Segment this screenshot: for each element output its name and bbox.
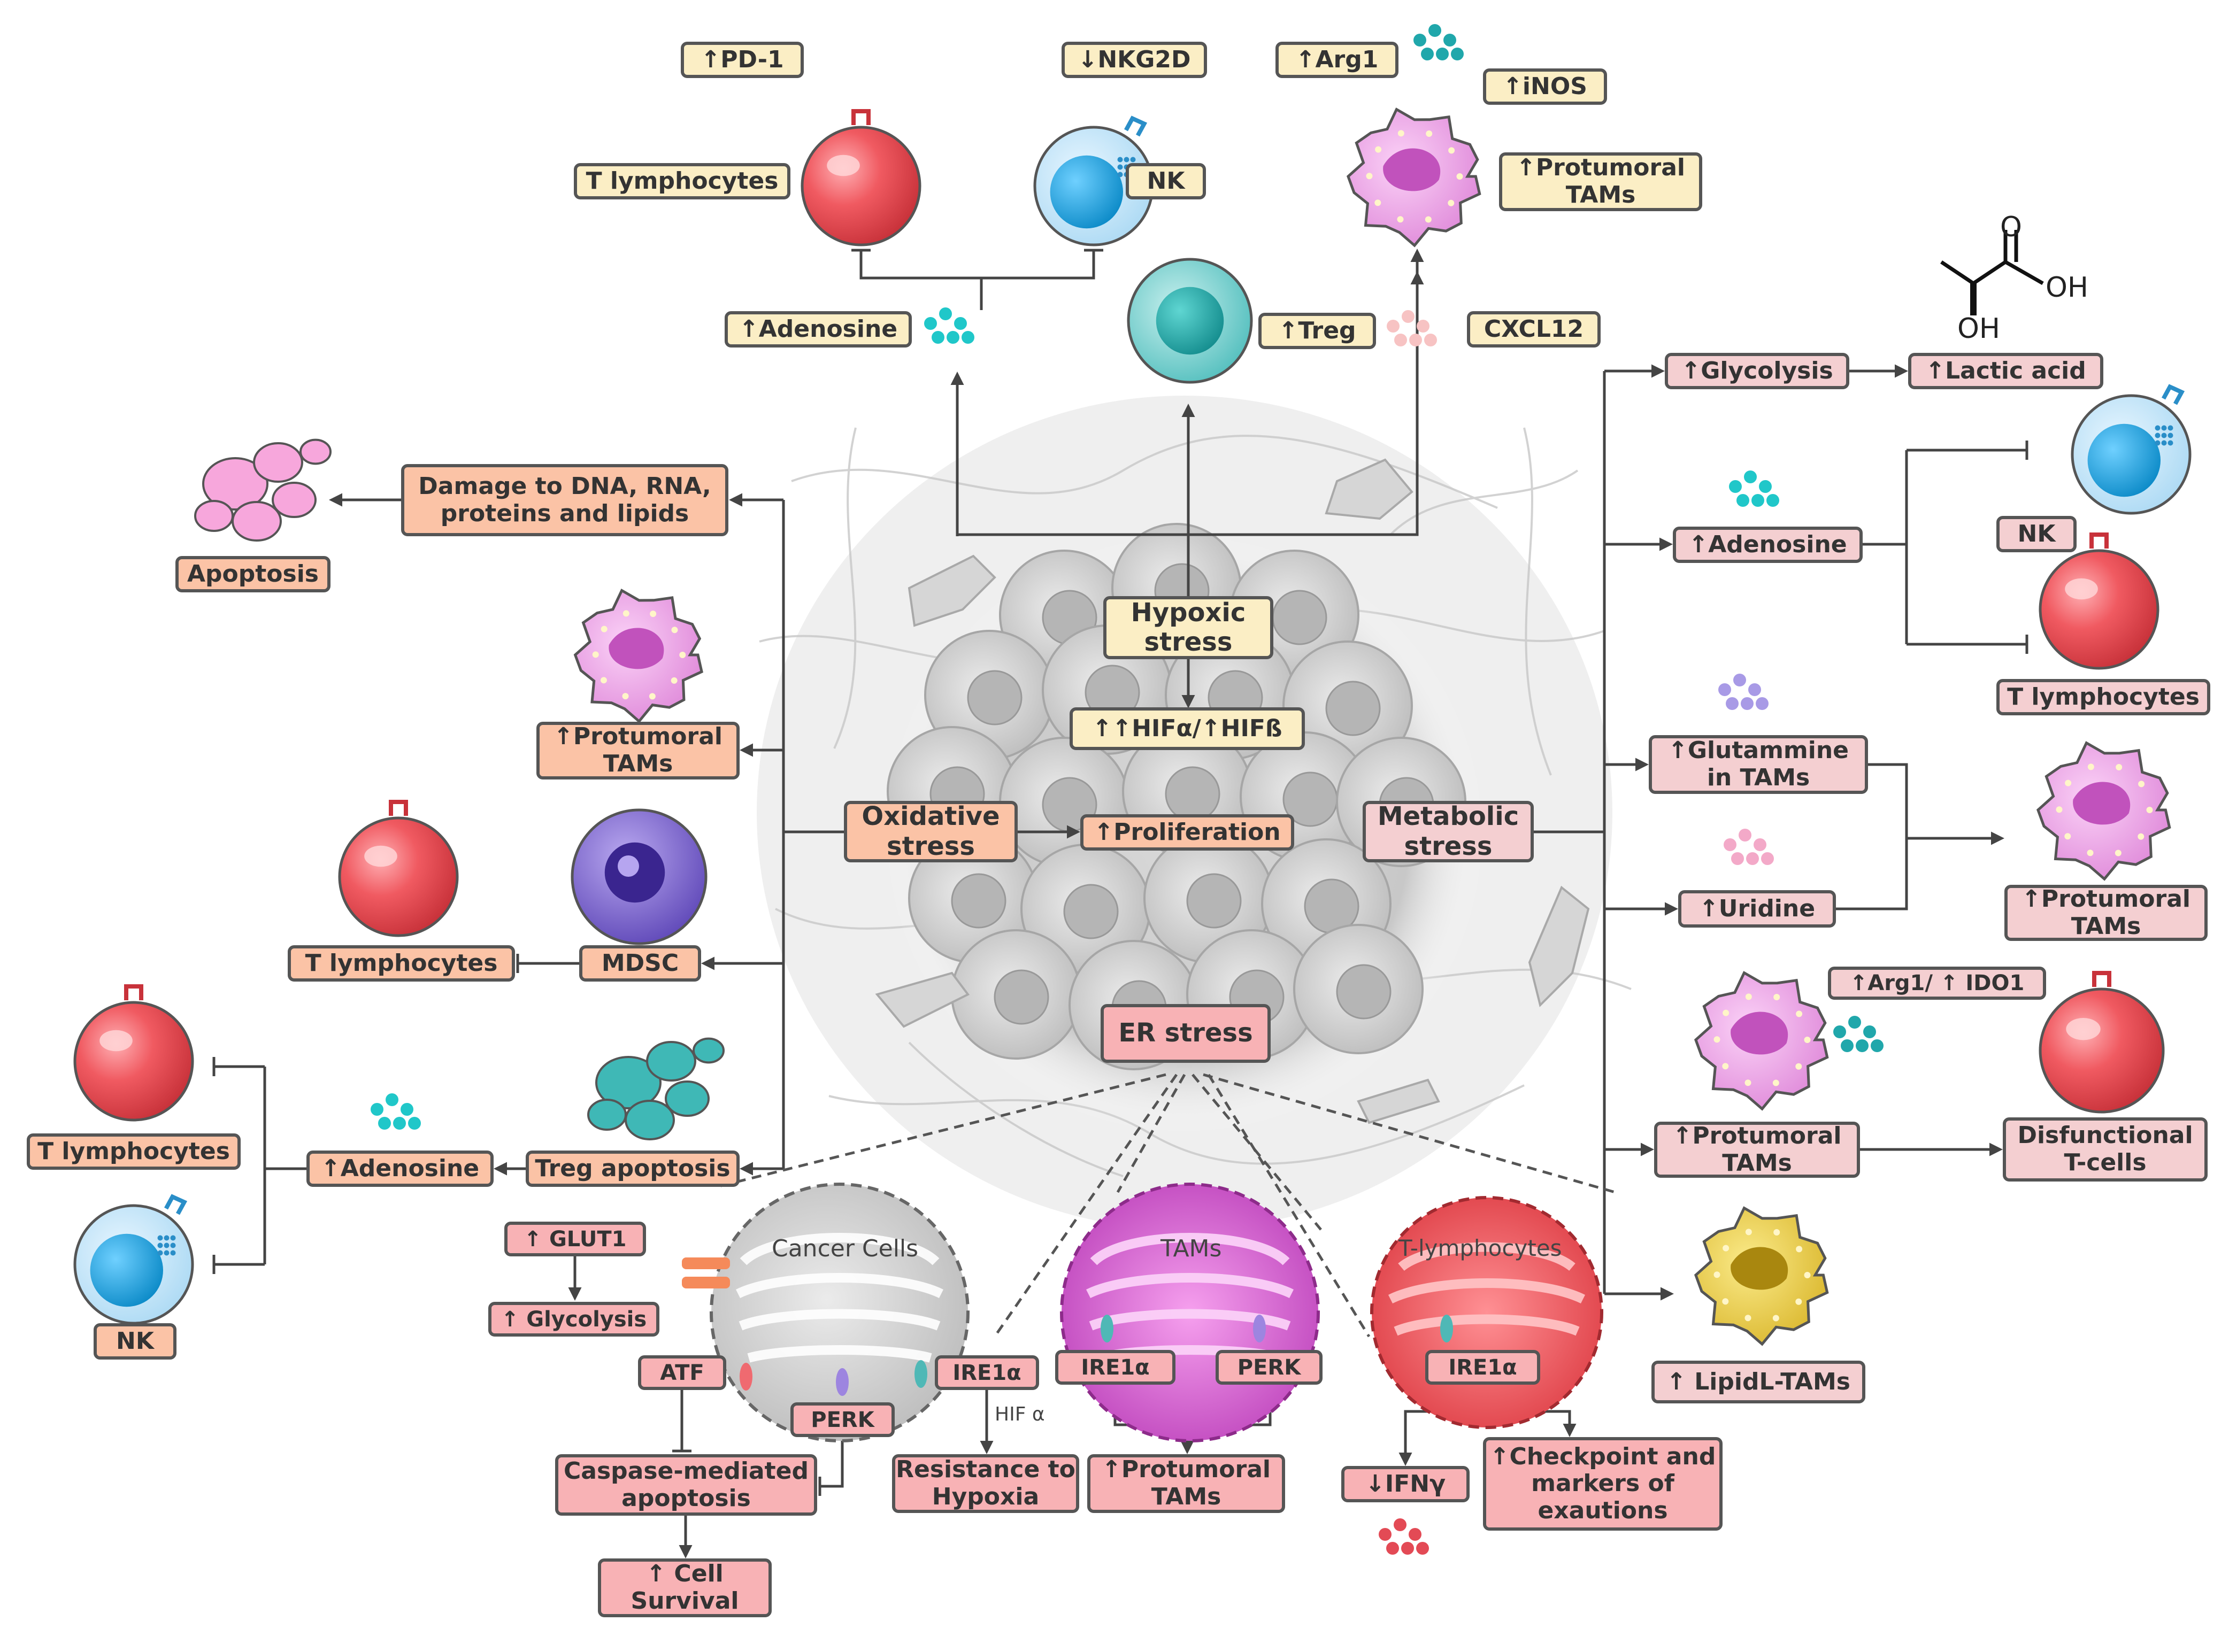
lactic-acid-box: ↑Lactic acid — [1908, 353, 2103, 389]
arg1-ido1-box: ↑Arg1/ ↑ IDO1 — [1828, 967, 2046, 1000]
ire1-tlymph-box: IRE1α — [1425, 1350, 1540, 1385]
checkpoint-box: ↑Checkpoint and markers of exautions — [1483, 1437, 1723, 1531]
perk-tams-box: PERK — [1216, 1350, 1323, 1385]
right-nk-box: NK — [1996, 516, 2077, 552]
t-lymphocytes-organelle-label: T-lymphocytes — [1398, 1235, 1562, 1261]
dysfunctional-tcells-box: Disfunctional T-cells — [2003, 1117, 2208, 1182]
ire1-cancer-box: IRE1α — [935, 1355, 1039, 1390]
right-glycolysis-box: ↑Glycolysis — [1665, 353, 1849, 389]
hif-alpha-label: HIF α — [995, 1403, 1045, 1425]
molecule-dots-layer — [371, 24, 1884, 1555]
mdsc-target-t-lymphocyte-icon — [338, 800, 459, 937]
mdsc-box: MDSC — [579, 945, 701, 982]
damage-box: Damage to DNA, RNA, proteins and lipids — [401, 464, 728, 536]
right-adenosine-box: ↑Adenosine — [1673, 527, 1863, 563]
right-protumoral-tams-1-box: ↑Protumoral TAMs — [2004, 885, 2208, 941]
apoptotic-cell-icon — [194, 438, 332, 542]
pd1-label: ↑PD-1 — [681, 42, 804, 78]
treg-label: ↑Treg — [1258, 313, 1376, 349]
resistance-hypoxia-box: Resistance to Hypoxia — [892, 1454, 1079, 1513]
tams-organelle-label: TAMs — [1160, 1235, 1222, 1262]
bottom-protumoral-tams-box: ↑Protumoral TAMs — [1087, 1454, 1285, 1513]
top-adenosine-label: ↑Adenosine — [725, 311, 912, 348]
top-protumoral-tams-label: ↑Protumoral TAMs — [1499, 152, 1702, 211]
lactic-acid-structure-icon — [1940, 230, 2044, 315]
mdsc-cell-icon — [571, 808, 708, 945]
lactic-oh-bottom: OH — [1957, 313, 2001, 345]
left-adenosine-molecule-dots-icon — [371, 1093, 421, 1130]
top-macrophage-tam-icon — [1346, 107, 1481, 248]
right-t-lymphocyte-cell-icon — [2039, 532, 2159, 670]
ire1-tams-box: IRE1α — [1055, 1350, 1175, 1385]
dysfunctional-t-lymphocyte-icon — [2039, 971, 2165, 1114]
lipid-tams-box: ↑ LipidL-TAMs — [1651, 1361, 1865, 1403]
glutamine-molecule-dots-icon — [1718, 674, 1769, 710]
atf-box: ATF — [638, 1355, 726, 1390]
left-protumoral-tams-box: ↑Protumoral TAMs — [536, 722, 740, 779]
left-nk-box: NK — [94, 1323, 176, 1360]
top-t-lymphocyte-cell-icon — [801, 109, 921, 246]
left-t-lymphocyte-cell-icon — [73, 984, 194, 1122]
top-adenosine-molecule-dots-icon — [924, 307, 974, 344]
er-stress-box: ER stress — [1101, 1004, 1271, 1063]
hypoxic-stress-box: Hypoxic stress — [1103, 596, 1273, 659]
uridine-molecule-dots-icon — [1724, 829, 1774, 865]
lactic-o: O — [2000, 211, 2022, 243]
left-t-lymphocytes-box: T lymphocytes — [27, 1133, 241, 1170]
metabolic-stress-box: Metabolic stress — [1363, 801, 1534, 862]
cxcl12-label: CXCL12 — [1467, 311, 1601, 348]
uridine-box: ↑Uridine — [1678, 890, 1836, 928]
cell-survival-box: ↑ Cell Survival — [598, 1558, 772, 1617]
right-macrophage-tam-icon — [2036, 741, 2171, 881]
left-adenosine-box: ↑Adenosine — [306, 1151, 494, 1187]
perk-cancer-box: PERK — [790, 1402, 895, 1437]
right-t-lymphocytes-box: T lymphocytes — [1996, 679, 2210, 715]
right-protumoral-tams-2-box: ↑Protumoral TAMs — [1654, 1122, 1860, 1178]
inos-label: ↑iNOS — [1483, 68, 1607, 105]
lipid-laden-tam-icon — [1694, 1206, 1829, 1346]
top-nk-label: NK — [1126, 163, 1206, 199]
oxidative-stress-box: Oxidative stress — [844, 801, 1018, 862]
er-stress-dashed-lines — [716, 1073, 1616, 1338]
ifng-molecule-dots-icon — [1379, 1518, 1429, 1555]
caspase-apoptosis-box: Caspase-mediated apoptosis — [555, 1454, 817, 1516]
lactic-oh-right: OH — [2046, 272, 2089, 304]
mdsc-t-lymphocytes-box: T lymphocytes — [288, 945, 515, 982]
cancer-cells-label: Cancer Cells — [772, 1235, 919, 1262]
hif-box: ↑↑HIFα/↑HIFß — [1070, 707, 1305, 750]
nkg2d-label: ↓NKG2D — [1062, 42, 1207, 78]
cxcl12-molecule-dots-icon — [1387, 310, 1437, 346]
apoptosis-box: Apoptosis — [175, 556, 330, 592]
right-adenosine-molecule-dots-icon — [1729, 470, 1779, 507]
glut1-box: ↑ GLUT1 — [504, 1222, 646, 1256]
left-macrophage-tam-icon — [573, 588, 703, 723]
bottom-glycolysis-box: ↑ Glycolysis — [488, 1302, 659, 1337]
arg1-molecule-dots-icon — [1413, 24, 1464, 60]
left-nk-cell-icon — [73, 1194, 194, 1325]
top-t-lymphocytes-label: T lymphocytes — [574, 163, 790, 199]
treg-apoptosis-cell-icon — [587, 1037, 725, 1140]
proliferation-box: ↑Proliferation — [1080, 814, 1294, 851]
right-nk-cell-icon — [2071, 384, 2192, 515]
right-macrophage-tam-2-icon — [1694, 971, 1829, 1111]
glutamine-box: ↑Glutammine in TAMs — [1649, 735, 1868, 794]
treg-apoptosis-box: Treg apoptosis — [526, 1151, 740, 1187]
cells-layer — [73, 107, 2192, 1346]
treg-cell-icon — [1127, 258, 1253, 384]
arg1-ido1-molecule-dots-icon — [1833, 1016, 1884, 1052]
ifng-box: ↓IFNγ — [1341, 1466, 1470, 1502]
arg1-label: ↑Arg1 — [1275, 42, 1398, 78]
